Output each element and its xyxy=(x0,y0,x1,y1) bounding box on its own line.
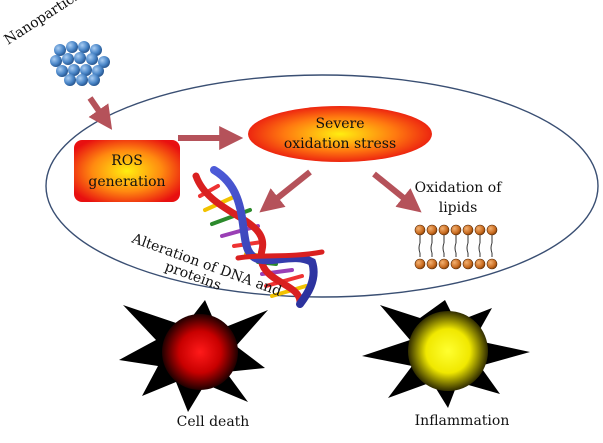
cell-death-label: Cell death xyxy=(177,414,250,430)
lipids-label-line1: Oxidation of xyxy=(415,180,504,196)
inflammation-label: Inflammation xyxy=(415,413,510,429)
lipids-label-line2: lipids xyxy=(439,200,478,216)
arrow-stress-to-dna xyxy=(259,169,312,213)
cell-boundary-ellipse xyxy=(45,74,599,298)
ros-label-line2: generation xyxy=(88,174,165,190)
lipid-bilayer-icon xyxy=(414,224,498,270)
arrow-stress-to-lipids xyxy=(372,171,422,213)
dna-helix-icon xyxy=(192,166,325,308)
stress-label-line2: oxidation stress xyxy=(284,136,396,152)
stress-label-line1: Severe xyxy=(315,116,364,132)
ros-generation-box xyxy=(74,140,180,202)
arrow-nanoparticles-to-ros xyxy=(87,96,113,130)
nanoparticle-cluster-icon xyxy=(50,41,110,86)
nanoparticles-label: Nanoparticles xyxy=(1,0,94,48)
inflammation-burst xyxy=(362,300,530,408)
oxidation-stress-ellipse xyxy=(248,106,432,162)
cell-death-burst xyxy=(119,300,268,412)
ros-label-line1: ROS xyxy=(111,153,143,169)
